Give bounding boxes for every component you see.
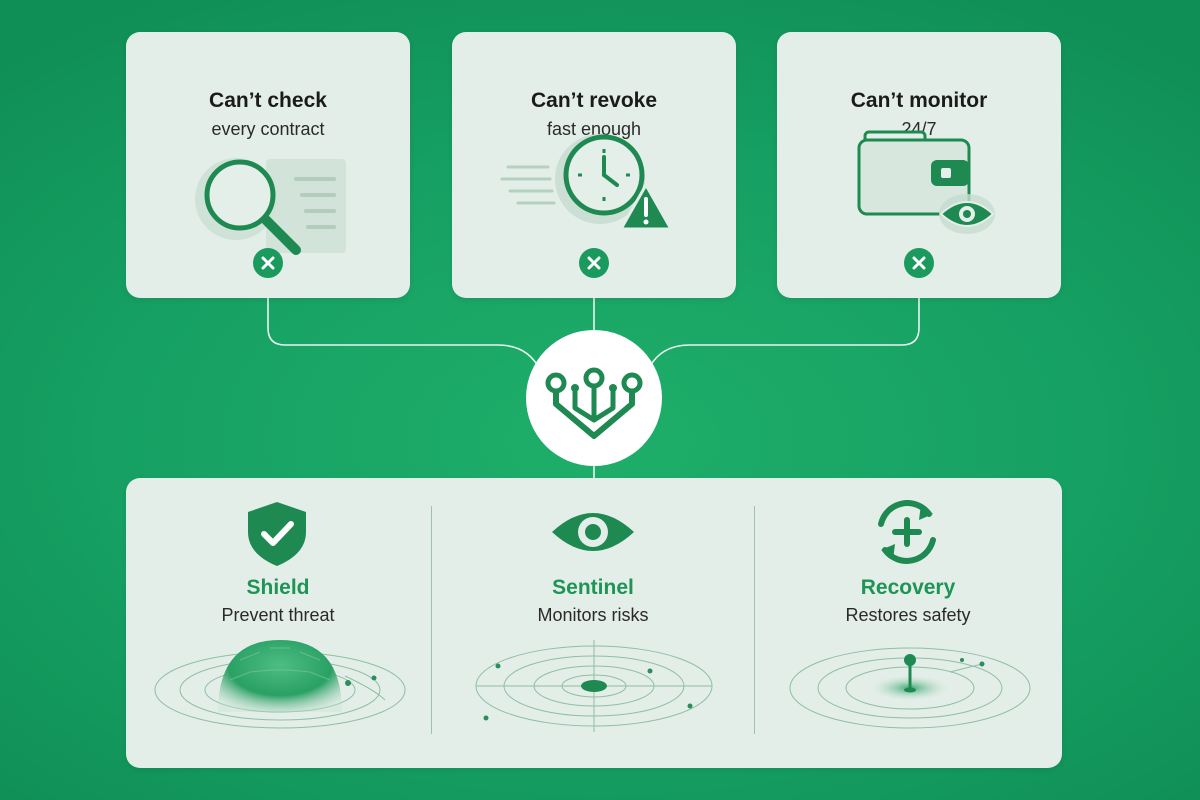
problem-card-check: Can’t check every contract [126, 32, 410, 298]
solution-subtitle: Restores safety [845, 605, 971, 625]
wallet-eye-icon [857, 130, 995, 234]
eye-icon [552, 513, 634, 551]
problem-subtitle: fast enough [546, 119, 642, 139]
target-illustration [789, 647, 1031, 729]
clock-warning-icon [500, 134, 673, 231]
divider [431, 506, 432, 734]
magnifier-document-icon [195, 158, 346, 255]
solution-title: Sentinel [552, 576, 634, 599]
problem-title: Can’t check [209, 89, 327, 112]
divider [754, 506, 755, 734]
problem-card-revoke: Can’t revoke fast enough [452, 32, 736, 298]
problem-card-monitor: Can’t monitor 24/7 [777, 32, 1061, 298]
problem-subtitle: every contract [211, 119, 325, 139]
problem-title: Can’t revoke [530, 89, 658, 112]
x-icon [904, 248, 934, 278]
x-icon [579, 248, 609, 278]
solution-title: Recovery [860, 576, 956, 599]
dome-illustration [154, 640, 406, 729]
solution-subtitle: Prevent threat [221, 605, 335, 625]
refresh-plus-icon [878, 500, 936, 564]
x-icon [253, 248, 283, 278]
shield-check-icon [248, 502, 306, 566]
solution-subtitle: Monitors risks [537, 605, 649, 625]
problem-title: Can’t monitor [850, 89, 988, 112]
radar-illustration [475, 640, 713, 732]
solution-title: Shield [246, 576, 310, 599]
